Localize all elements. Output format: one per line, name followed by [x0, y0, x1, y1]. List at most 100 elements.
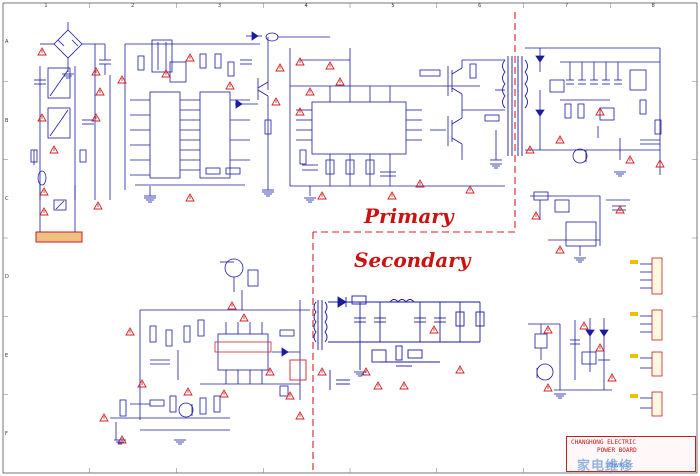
grid-row-label: A: [5, 39, 9, 46]
warning-triangle-icon: [399, 381, 409, 390]
title-block: CHANGHONG ELECTRIC POWER BOARD 家电维修 jdwx…: [566, 436, 696, 474]
ground-icon: [62, 73, 74, 79]
isolation-divider: [312, 12, 516, 470]
warning-triangle-icon: [317, 367, 327, 376]
title-block-drawing: POWER BOARD: [597, 447, 637, 454]
grid-row-label: D: [5, 274, 9, 281]
grid-column-label: 4: [304, 3, 308, 9]
warning-triangle-icon: [335, 77, 345, 86]
main-transformer: [502, 56, 528, 156]
warning-triangle-icon: [39, 187, 49, 196]
warning-symbols: [37, 47, 665, 444]
ground-icon: [490, 163, 502, 169]
title-block-company: CHANGHONG ELECTRIC: [571, 439, 637, 446]
warning-triangle-icon: [137, 379, 147, 388]
output-connectors: [630, 257, 663, 417]
warning-triangle-icon: [183, 387, 193, 396]
warning-triangle-icon: [285, 391, 295, 400]
warning-triangle-icon: [265, 367, 275, 376]
ground-icon: [354, 371, 366, 377]
warning-triangle-icon: [455, 365, 465, 374]
warning-triangle-icon: [579, 321, 589, 330]
grid-column-label: 2: [131, 3, 135, 9]
warning-triangle-icon: [91, 113, 101, 122]
ground-symbols: [62, 73, 626, 445]
grid-row-label: E: [5, 352, 9, 359]
sheet-border-ticks: [3, 3, 697, 473]
resonant-controller-ic: [289, 48, 505, 196]
half-bridge: [419, 59, 505, 161]
secondary-region-label: Secondary: [354, 248, 471, 272]
warning-triangle-icon: [373, 381, 383, 390]
ground-icon: [614, 171, 626, 177]
warning-triangle-icon: [543, 383, 553, 392]
grid-row-label: C: [5, 195, 9, 202]
grid-row-label: B: [5, 117, 9, 124]
warning-triangle-icon: [219, 389, 229, 398]
warning-triangle-icon: [615, 205, 625, 214]
warning-triangle-icon: [91, 67, 101, 76]
warning-triangle-icon: [525, 145, 535, 154]
warning-triangle-icon: [595, 107, 605, 116]
warning-triangle-icon: [295, 107, 305, 116]
grid-column-label: 6: [478, 3, 482, 9]
feedback-circuit: [528, 318, 612, 391]
warning-triangle-icon: [625, 155, 635, 164]
warning-triangle-icon: [227, 301, 237, 310]
warning-triangle-icon: [39, 207, 49, 216]
warning-triangle-icon: [275, 63, 285, 72]
ground-icon: [574, 257, 586, 263]
warning-triangle-icon: [93, 201, 103, 210]
warning-triangle-icon: [543, 325, 553, 334]
warning-triangle-icon: [531, 211, 541, 220]
grid-column-label: 5: [391, 3, 395, 9]
warning-triangle-icon: [99, 413, 109, 422]
standby-circuit: [530, 191, 630, 256]
warning-triangle-icon: [317, 191, 327, 200]
ground-icon: [114, 439, 126, 445]
pfc-controller: [124, 39, 260, 197]
ground-icon: [304, 197, 316, 203]
grid-row-label: F: [5, 430, 8, 437]
warning-triangle-icon: [387, 191, 397, 200]
grid-column-label: 7: [564, 3, 569, 9]
ground-icon: [144, 197, 156, 203]
input-emi-filter: [30, 22, 111, 225]
warning-triangle-icon: [607, 373, 617, 382]
primary-region-label: Primary: [364, 204, 454, 228]
warning-triangle-icon: [429, 325, 439, 334]
warning-triangle-icon: [125, 327, 135, 336]
pfc-switch: [235, 31, 330, 191]
warning-triangle-icon: [555, 135, 565, 144]
ground-icon: [174, 439, 186, 445]
grid-column-label: 1: [44, 3, 48, 9]
warning-triangle-icon: [325, 61, 335, 70]
warning-triangle-icon: [271, 97, 281, 106]
warning-triangle-icon: [37, 47, 47, 56]
warning-triangle-icon: [225, 81, 235, 90]
grid-column-label: 8: [651, 3, 655, 9]
warning-triangle-icon: [117, 75, 127, 84]
warning-triangle-icon: [239, 313, 249, 322]
warning-triangle-icon: [305, 87, 315, 96]
warning-triangle-icon: [415, 179, 425, 188]
warning-triangle-icon: [95, 87, 105, 96]
warning-triangle-icon: [117, 435, 127, 444]
warning-triangle-icon: [555, 245, 565, 254]
grid-column-label: 3: [217, 3, 222, 9]
ac-input-connector: [35, 231, 83, 243]
warning-triangle-icon: [185, 53, 195, 62]
ground-icon: [554, 393, 566, 399]
ground-icon: [262, 191, 274, 197]
watermark-url: jdwx.cc: [607, 461, 634, 469]
warning-triangle-icon: [361, 367, 371, 376]
warning-triangle-icon: [295, 57, 305, 66]
protection-circuit: [110, 395, 230, 440]
warning-triangle-icon: [655, 159, 665, 168]
output-rectifier-main: [525, 47, 662, 175]
standby-controller: [139, 258, 310, 420]
warning-triangle-icon: [161, 69, 171, 78]
warning-triangle-icon: [295, 411, 305, 420]
